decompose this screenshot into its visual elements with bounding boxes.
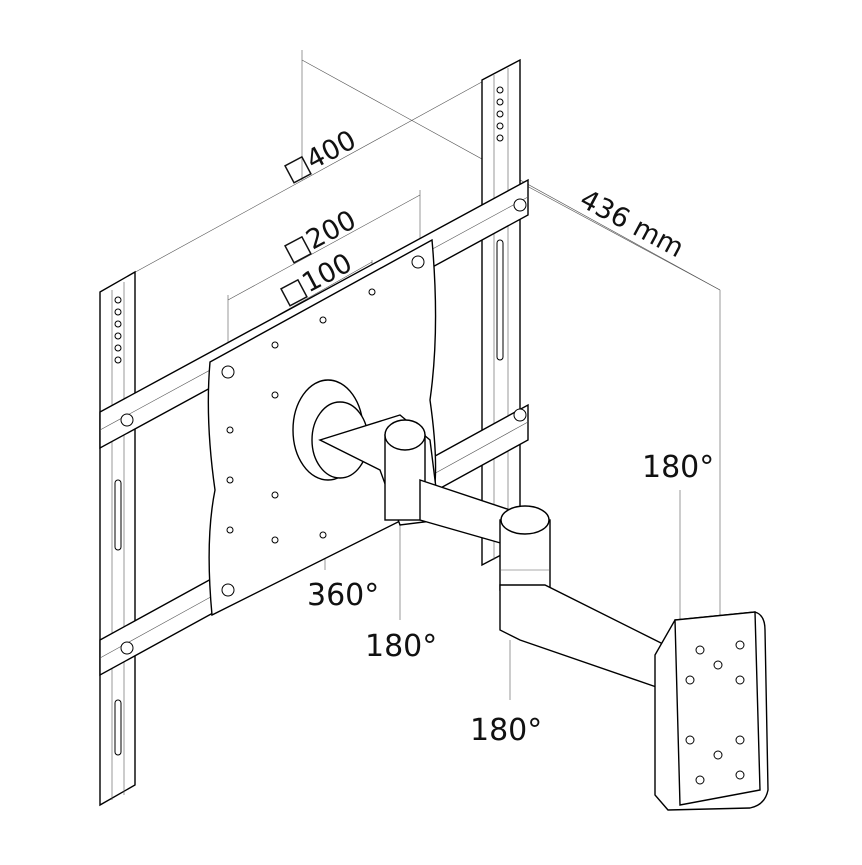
plate-rotation-label: 360° (307, 578, 379, 613)
wall-swivel-label: 180° (642, 450, 714, 485)
right-wall-rail (481, 58, 521, 567)
swivel-arm (292, 379, 676, 691)
depth-label: 436 mm (575, 184, 689, 264)
vesa-400-label: □400 (279, 125, 362, 189)
adjust-slots (114, 296, 122, 364)
wall-plate (654, 611, 769, 811)
dimension-lines (129, 50, 721, 700)
left-wall-rail (99, 270, 136, 807)
elbow-swivel-label: 180° (470, 713, 542, 748)
joint-tilt-label: 180° (365, 629, 437, 664)
